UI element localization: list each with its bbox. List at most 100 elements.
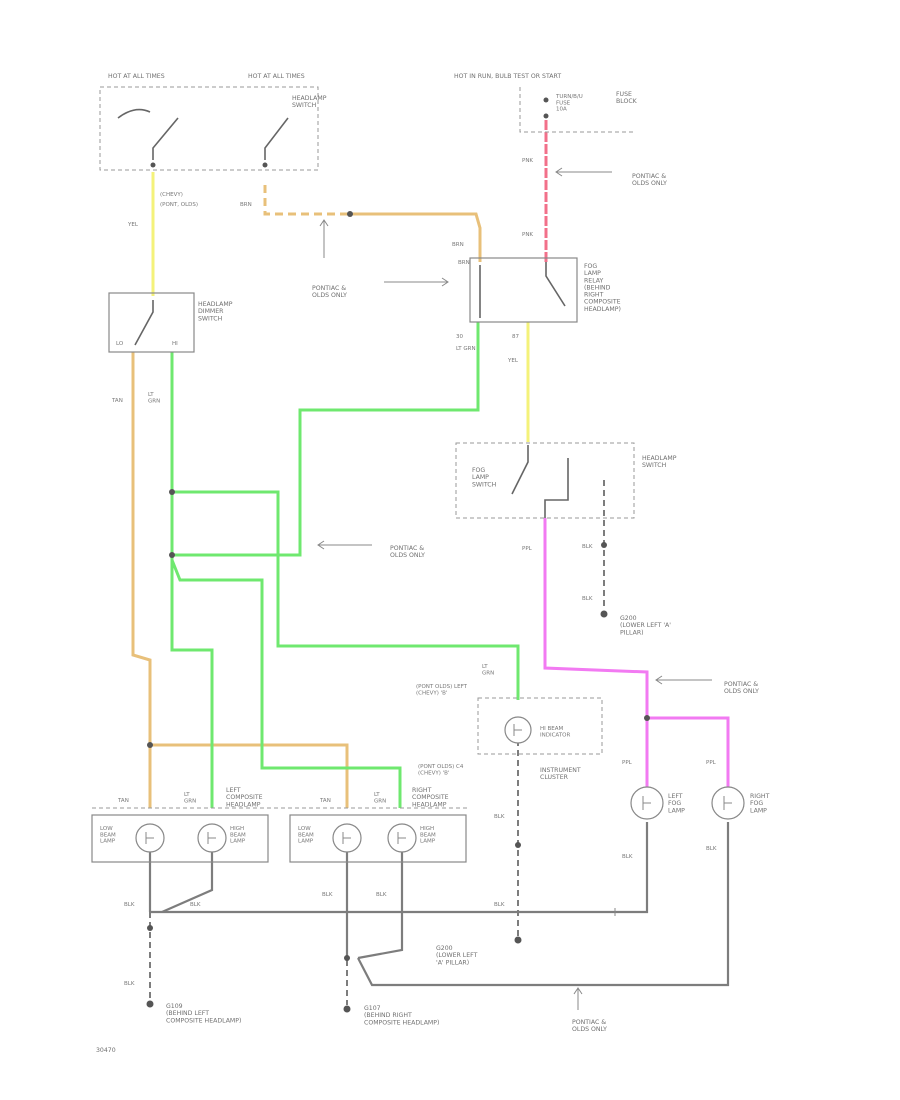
label-pontiac-olds-3: PONTIAC &OLDS ONLY: [390, 545, 425, 559]
label-yel-2: YEL: [507, 358, 519, 364]
label-87: 87: [512, 334, 519, 340]
label-brn-2: BRN: [452, 242, 464, 248]
label-blk-9: BLK: [376, 892, 387, 898]
label-hot-in-run: HOT IN RUN, BULB TEST OR START: [454, 73, 561, 80]
right-high-beam-lamp-icon: [387, 823, 417, 853]
splice-node: [515, 842, 521, 848]
wire-blk-bus-2: [357, 822, 730, 987]
left-high-beam-lamp-icon: [197, 823, 227, 853]
ground-g200-bottom: [514, 936, 522, 944]
label-chevy: (CHEVY): [160, 192, 183, 198]
wire-blk-bus: [150, 822, 649, 914]
wire-grn-relay: [172, 322, 480, 557]
splice-node: [344, 955, 350, 961]
splice-node: [347, 211, 353, 217]
ground-g109: [146, 1000, 154, 1008]
wire-brn-dashed: [263, 185, 350, 216]
splice-node: [150, 162, 156, 168]
label-yel-1: YEL: [127, 222, 139, 228]
label-pont-olds: (PONT, OLDS): [160, 202, 198, 208]
label-pont-olds-left: (PONT OLDS) LEFT(CHEVY) 'B': [416, 684, 468, 696]
splice-node: [147, 925, 153, 931]
splice-node: [262, 162, 268, 168]
splice-node: [543, 97, 549, 103]
label-pontiac-olds-5: PONTIAC &OLDS ONLY: [572, 1019, 607, 1033]
splice-node: [543, 113, 549, 119]
label-ppl-2: PPL: [622, 760, 633, 766]
ground-g200-top: [600, 610, 608, 618]
label-g200: G200(LOWER LEFT 'A'PILLAR): [620, 615, 671, 636]
wire-blk-right-hi: [357, 832, 404, 960]
wire-grn-main: [170, 352, 402, 808]
label-ppl: PPL: [522, 546, 533, 552]
label-pontiac-olds-1: PONTIAC &OLDS ONLY: [632, 173, 667, 187]
relay-box: [469, 257, 578, 323]
switch-contact-2: [264, 117, 289, 160]
label-lt-grn-1: LT GRN: [456, 346, 476, 352]
label-blk-7: BLK: [190, 902, 201, 908]
left-headlamp-box: [91, 814, 269, 863]
wire-grn-indicator: [172, 490, 520, 700]
label-pnk-2: PNK: [522, 232, 533, 238]
wire-tan-branch: [150, 743, 349, 808]
fuse-block-box: [519, 87, 636, 133]
splice-node: [147, 742, 153, 748]
left-low-beam-lamp-icon: [135, 823, 165, 853]
label-blk-5: BLK: [706, 846, 717, 852]
splice-node: [601, 542, 607, 548]
dimmer-switch-box: [108, 292, 195, 353]
wire-tan: [131, 352, 152, 808]
splice-node: [169, 489, 175, 495]
headlamp-switch-box: [99, 86, 319, 171]
label-brn-3: BRN: [458, 260, 470, 266]
fog-switch-contact-2: [544, 458, 569, 518]
label-pontiac-olds-4: PONTIAC &OLDS ONLY: [724, 681, 759, 695]
label-blk-4: BLK: [622, 854, 633, 860]
indicator-box: [477, 697, 603, 755]
label-pnk-1: PNK: [522, 158, 533, 164]
label-blk-8: BLK: [322, 892, 333, 898]
hi-beam-indicator-icon: [504, 716, 532, 744]
label-blk-2: BLK: [582, 596, 593, 602]
label-hi: HI: [172, 341, 178, 347]
switch-contact-arc: [117, 108, 151, 119]
wire-grn-left-hi: [170, 560, 214, 808]
label-blk-1: BLK: [582, 544, 593, 550]
wire-ppl: [543, 518, 649, 790]
dimmer-contact: [134, 300, 154, 346]
fog-switch-contact: [511, 445, 529, 495]
label-brn-1: BRN: [240, 202, 252, 208]
relay-contact: [545, 262, 566, 307]
wire-ppl-branch: [647, 716, 730, 790]
label-blk-10: BLK: [494, 902, 505, 908]
splice-node: [644, 715, 650, 721]
label-hot-all-times-2: HOT AT ALL TIMES: [248, 73, 305, 80]
splice-node: [169, 552, 175, 558]
wire-brn: [350, 212, 482, 262]
label-30: 30: [456, 334, 463, 340]
label-blk-11: BLK: [124, 981, 135, 987]
right-fog-lamp-icon: [711, 786, 745, 820]
label-tan-2: TAN: [117, 798, 129, 804]
